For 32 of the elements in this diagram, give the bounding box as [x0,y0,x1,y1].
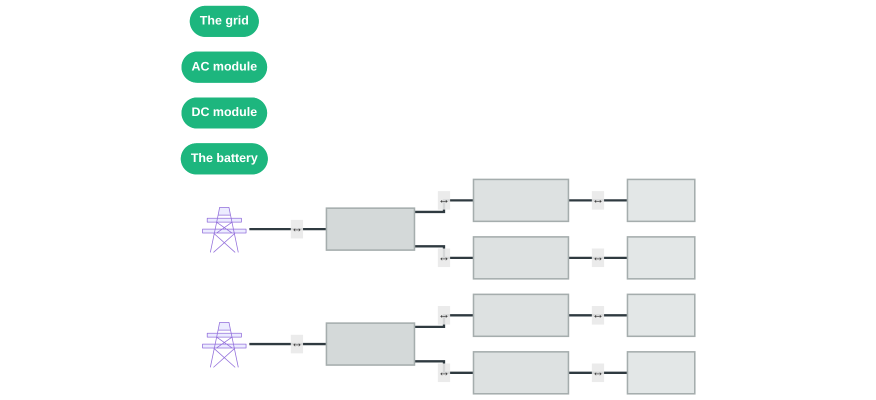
edge-label: ↔ [438,250,450,264]
node-box [472,178,570,222]
node-box [626,178,696,222]
pylon-drawing [202,322,246,368]
edge-label: ↔ [592,193,604,207]
connector [568,256,629,260]
connector [568,372,629,374]
connector [568,314,629,316]
node-box [472,351,570,395]
connector [249,342,328,346]
node-box [326,207,416,251]
edge-label: ↔ [592,308,604,322]
edge-label: ↔ [592,366,604,380]
pylon-drawing [202,207,246,253]
node-box [326,322,416,366]
node-box [472,236,570,280]
connector [414,245,475,260]
connector [414,199,475,214]
connector [414,314,475,328]
edge-label: ↔ [438,308,450,322]
node-box [626,236,696,280]
node-box [626,294,696,338]
edge-label: ↔ [438,366,450,380]
edge-label: ↔ [290,337,304,350]
node-box [626,351,696,395]
connector [414,360,475,374]
edge-label: ↔ [290,222,304,236]
connector [249,228,328,230]
connector [568,199,629,202]
node-box [472,294,570,338]
edge-label: ↔ [438,193,450,207]
edge-label: ↔ [592,250,604,264]
